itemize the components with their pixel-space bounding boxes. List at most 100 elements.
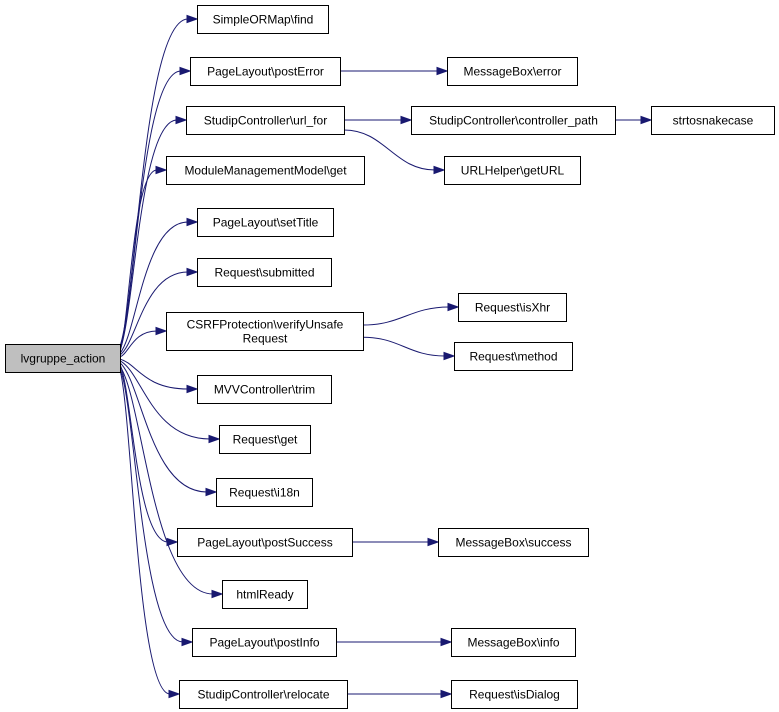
- node-box[interactable]: [190, 57, 341, 86]
- node-box[interactable]: [444, 156, 581, 185]
- node-box[interactable]: [186, 106, 345, 135]
- node-box[interactable]: [192, 628, 337, 657]
- node-box[interactable]: [5, 344, 121, 373]
- node-ctrlPath[interactable]: StudipController\controller_path: [411, 106, 616, 135]
- arrowhead-icon: [186, 217, 199, 227]
- edge-root-to-submitted: [119, 271, 189, 356]
- node-label: PageLayout\postInfo: [209, 636, 319, 650]
- arrowhead-icon: [155, 326, 168, 336]
- node-setTitle[interactable]: PageLayout\setTitle: [197, 208, 334, 237]
- node-find[interactable]: SimpleORMap\find: [197, 5, 329, 34]
- arrowhead-icon: [186, 267, 199, 277]
- node-mmGet[interactable]: ModuleManagementModel\get: [166, 156, 365, 185]
- node-snake[interactable]: strtosnakecase: [651, 106, 775, 135]
- node-htmlReady[interactable]: htmlReady: [222, 580, 308, 609]
- node-label: SimpleORMap\find: [213, 13, 314, 27]
- node-box[interactable]: [166, 156, 365, 185]
- arrowhead-icon: [211, 589, 224, 599]
- node-box[interactable]: [438, 528, 589, 557]
- arrowhead-icon: [205, 487, 218, 497]
- node-urlFor[interactable]: StudipController\url_for: [186, 106, 345, 135]
- node-label: Request\isXhr: [475, 301, 550, 315]
- node-label: PageLayout\setTitle: [213, 216, 319, 230]
- arrowhead-icon: [168, 689, 181, 699]
- node-postSuccess[interactable]: PageLayout\postSuccess: [177, 528, 353, 557]
- edge-root-to-postError: [119, 70, 182, 349]
- node-box[interactable]: [216, 478, 313, 507]
- node-label: StudipController\url_for: [204, 114, 327, 128]
- edge-urlFor-to-getURL: [343, 129, 436, 171]
- node-label: Request\i18n: [229, 486, 300, 500]
- node-reqGet[interactable]: Request\get: [219, 425, 311, 454]
- node-i18n[interactable]: Request\i18n: [216, 478, 313, 507]
- arrowhead-icon: [436, 66, 449, 76]
- edge-csrf-to-isXhr: [362, 306, 450, 326]
- arrowhead-icon: [186, 384, 199, 394]
- node-label: CSRFProtection\verifyUnsafe: [187, 318, 344, 332]
- node-box[interactable]: [458, 293, 567, 322]
- node-label: PageLayout\postSuccess: [197, 536, 332, 550]
- arrowhead-icon: [440, 689, 453, 699]
- edge-root-to-trim: [119, 358, 189, 390]
- arrowhead-icon: [166, 537, 179, 547]
- node-msgInfo[interactable]: MessageBox\info: [451, 628, 576, 657]
- node-getURL[interactable]: URLHelper\getURL: [444, 156, 581, 185]
- edge-root-to-relocate: [119, 369, 171, 695]
- node-box[interactable]: [179, 680, 348, 709]
- node-box[interactable]: [451, 628, 576, 657]
- node-label: htmlReady: [236, 588, 293, 602]
- node-box[interactable]: [454, 342, 573, 371]
- node-isDialog[interactable]: Request\isDialog: [451, 680, 578, 709]
- node-msgSuccess[interactable]: MessageBox\success: [438, 528, 589, 557]
- node-label: Request\get: [233, 433, 298, 447]
- node-postInfo[interactable]: PageLayout\postInfo: [192, 628, 337, 657]
- node-label: MVVController\trim: [214, 383, 315, 397]
- node-label: Request\submitted: [214, 266, 314, 280]
- arrowhead-icon: [181, 637, 194, 647]
- node-label: PageLayout\postError: [207, 65, 324, 79]
- node-box[interactable]: [197, 5, 329, 34]
- arrowhead-icon: [440, 637, 453, 647]
- node-box[interactable]: [411, 106, 616, 135]
- edge-csrf-to-method: [362, 336, 446, 357]
- arrowhead-icon: [427, 537, 440, 547]
- node-trim[interactable]: MVVController\trim: [197, 375, 332, 404]
- node-method[interactable]: Request\method: [454, 342, 573, 371]
- node-relocate[interactable]: StudipController\relocate: [179, 680, 348, 709]
- node-label: StudipController\controller_path: [429, 114, 598, 128]
- node-label: strtosnakecase: [673, 114, 754, 128]
- edge-root-to-i18n: [119, 362, 208, 493]
- node-box[interactable]: [166, 312, 364, 351]
- node-label: MessageBox\info: [467, 636, 559, 650]
- edge-root-to-urlFor: [119, 119, 178, 350]
- node-box[interactable]: [451, 680, 578, 709]
- node-label: MessageBox\error: [463, 65, 561, 79]
- arrowhead-icon: [175, 115, 188, 125]
- node-label: Request\isDialog: [469, 688, 560, 702]
- arrowhead-icon: [433, 165, 446, 175]
- node-label: URLHelper\getURL: [461, 164, 565, 178]
- node-box[interactable]: [447, 57, 578, 86]
- node-box[interactable]: [197, 375, 332, 404]
- node-root[interactable]: lvgruppe_action: [5, 344, 121, 373]
- node-isXhr[interactable]: Request\isXhr: [458, 293, 567, 322]
- node-box[interactable]: [197, 258, 332, 287]
- node-box[interactable]: [177, 528, 353, 557]
- node-box[interactable]: [222, 580, 308, 609]
- node-box[interactable]: [651, 106, 775, 135]
- node-postError[interactable]: PageLayout\postError: [190, 57, 341, 86]
- node-box[interactable]: [219, 425, 311, 454]
- edge-root-to-postInfo: [119, 367, 184, 643]
- node-label: ModuleManagementModel\get: [184, 164, 347, 178]
- arrowhead-icon: [208, 434, 221, 444]
- arrowhead-icon: [186, 14, 199, 24]
- edge-root-to-postSuccess: [119, 364, 169, 543]
- node-label: Request: [243, 332, 288, 346]
- arrowhead-icon: [447, 302, 460, 312]
- node-submitted[interactable]: Request\submitted: [197, 258, 332, 287]
- node-box[interactable]: [197, 208, 334, 237]
- node-msgError[interactable]: MessageBox\error: [447, 57, 578, 86]
- edge-root-to-reqGet: [119, 360, 211, 440]
